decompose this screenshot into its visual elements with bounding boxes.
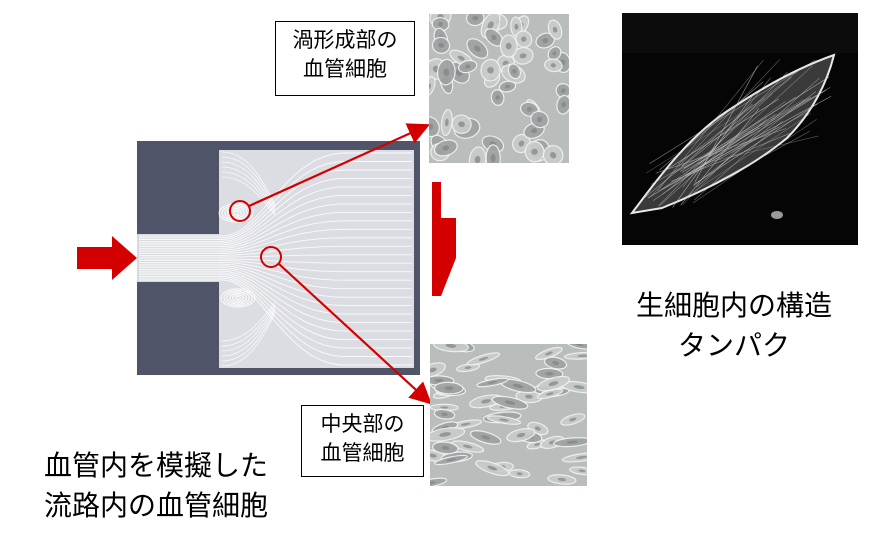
center-cells-label: 中央部の 血管細胞 [301, 405, 424, 477]
center-connector-line [278, 263, 432, 405]
expansion-chamber [219, 150, 414, 368]
channel-caption: 血管内を模擬した 流路内の血管細胞 [44, 449, 269, 522]
vortex-connector-line [248, 123, 431, 208]
vortex-region-marker [229, 200, 251, 222]
vortex-cells-label: 渦形成部の 血管細胞 [275, 21, 415, 96]
center-cells-micrograph [430, 344, 587, 486]
fluorescence-cell-image [622, 13, 858, 245]
inlet-channel [137, 234, 221, 282]
vortex-regions [218, 203, 256, 308]
vortex-cells-micrograph [429, 14, 569, 163]
live-cell-protein-caption: 生細胞内の構造 タンパク [635, 289, 832, 362]
center-region-marker [260, 246, 282, 268]
right-arrow-icon [77, 236, 137, 280]
